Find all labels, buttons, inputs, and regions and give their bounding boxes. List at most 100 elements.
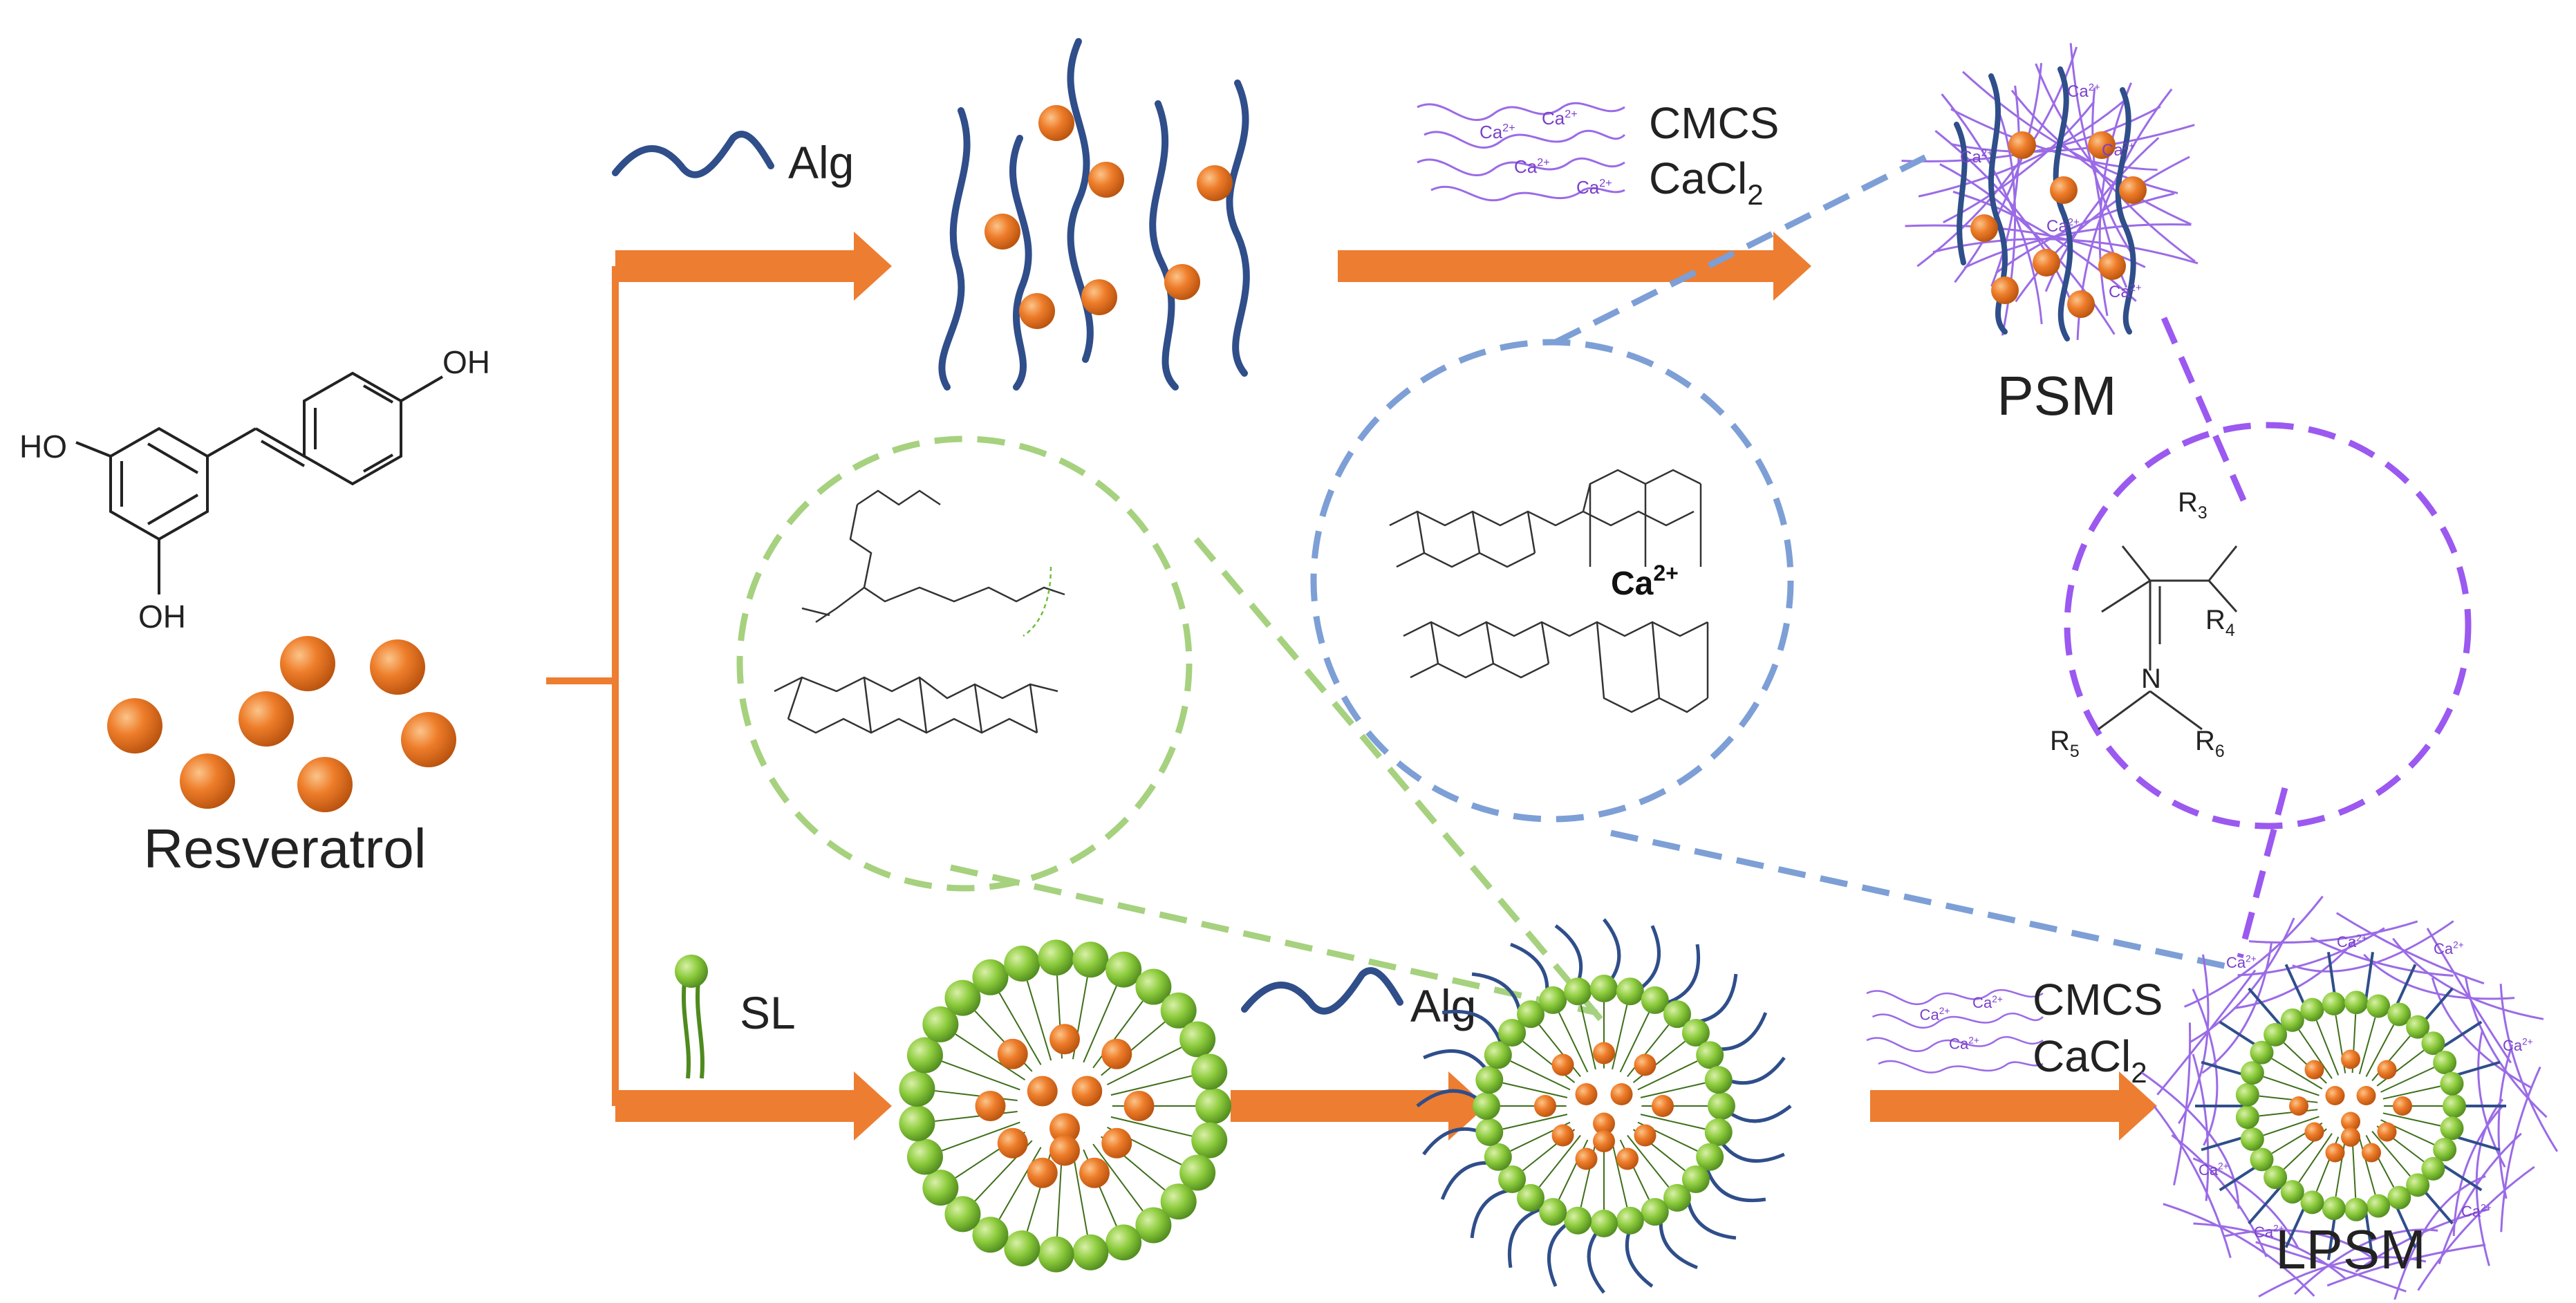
lipid-tail [1612,1004,1628,1070]
alginate-chain [1507,1206,1546,1268]
lipid-head [2443,1094,2466,1118]
lipid-head [2433,1137,2457,1161]
arrow-bottom-1-shaft [615,1090,859,1122]
cmcs-bottom-icon: Ca2+Ca2+Ca2+ [1866,988,2044,1074]
resveratrol-particle [239,691,294,747]
cmcs-chain [2184,895,2324,1008]
lipid-head [2367,1194,2391,1218]
cmcs-chain [2392,937,2544,1020]
lipid-head [1708,1092,1735,1120]
resveratrol-particle [2289,1096,2308,1116]
oh-bottom-label: OH [138,599,186,635]
alginate-chain [2053,66,2073,341]
lipid-tail [2259,1095,2318,1103]
resveratrol-particle [997,1127,1028,1159]
cmcs-chain [2335,912,2485,985]
lipid-tail [1619,1012,1650,1073]
liposome [899,939,1231,1273]
lipid-head [2406,1015,2430,1039]
cmcs-top-icon: Ca2+Ca2+Ca2+Ca2+ [1417,102,1626,202]
lipid-head [1072,941,1109,978]
lipid-head [2440,1116,2464,1141]
alginate-chain [2248,1183,2284,1225]
resveratrol-particle [984,214,1020,250]
resveratrol-particle [2098,252,2126,280]
lipid-head [1696,1143,1724,1171]
lipid-head [1191,1122,1228,1159]
lipid-tail [1580,1004,1596,1070]
ca-ion-label: Ca2+ [2461,1203,2492,1220]
resveratrol-particle [1101,1038,1132,1069]
cmcs-chain [1417,157,1625,176]
resveratrol-particle [107,698,162,753]
lipid-tail [2298,1133,2333,1183]
lipid-head [2300,1190,2324,1215]
resveratrol-particle [2033,249,2060,276]
cmcs-chain [2171,1134,2268,1257]
resveratrol-particle [2362,1143,2381,1163]
lipid-head [2280,1180,2304,1204]
cmcs-chain [2153,1105,2232,1259]
ca-ion-label: Ca2+ [2067,82,2100,101]
cmcs-chain [2452,1105,2504,1237]
cmcs-chain [1878,1060,2044,1074]
lipid-tail [935,1090,1018,1102]
r6-label: R6 [2195,726,2225,761]
lipid-tail [2365,1024,2395,1078]
resveratrol-particle [1038,105,1074,141]
cmcs-chain [1934,130,2073,305]
alg-resveratrol-matrix [938,38,1250,391]
n-label: N [2141,664,2161,694]
alginate-chain [1009,135,1032,391]
lipid-head [1696,1041,1724,1069]
resveratrol-particle [1049,1113,1080,1144]
lipid-head [944,979,981,1016]
cmcs-chain [1932,238,2199,265]
alginate-chain [1704,1164,1766,1203]
lipid-head [2235,1105,2259,1129]
cmcs-chain [2431,977,2532,1089]
cmcs-chain [1430,185,1625,202]
resveratrol-particle [2304,1060,2324,1080]
resveratrol-particle [180,753,235,809]
resveratrol-particle [2356,1086,2376,1105]
resveratrol-particle [2325,1086,2345,1105]
cmcs-chain [2499,984,2559,1152]
lipid-head [1564,1206,1592,1235]
resveratrol-particle [975,1091,1006,1121]
cmcs-chain [1941,93,2043,325]
ca-ion-label: Ca2+ [2226,954,2257,971]
resveratrol-particle [1634,1124,1656,1147]
lipid-tail [1640,1114,1706,1130]
arrow-top-2-shaft [1338,250,1777,282]
resveratrol-particle [1652,1095,1674,1117]
resveratrol-particle [1593,1130,1615,1152]
resveratrol-particle [2304,1122,2324,1142]
lipid-head [1475,1118,1504,1146]
alginate-chain [2437,1020,2483,1051]
lipid-head [922,1170,959,1206]
lipid-head [1038,939,1074,976]
resveratrol-particle [1991,276,2019,304]
resveratrol-particle [1019,293,1055,329]
lipid-head [2433,1051,2457,1075]
lipid-head [2240,1061,2264,1085]
lipid-head [899,1071,935,1107]
egg-box-structure [1389,469,1709,713]
lipid-head [2250,1040,2274,1065]
lipid-head [2406,1173,2430,1197]
lipid-tail [1558,1012,1589,1073]
resveratrol-particle [1079,1157,1110,1188]
cmcs-chain [2178,954,2210,1125]
cmcs-chain [2173,1022,2192,1185]
resveratrol-particle [1616,1147,1639,1170]
cmcs-chain [1951,124,2195,153]
resveratrol-particle [280,636,335,691]
lipid-head [1484,1143,1512,1171]
lipid-tail [1640,1082,1706,1098]
lipid-head [1195,1088,1231,1124]
green-zoom-circle [736,435,1193,892]
lipid-head [2367,994,2391,1018]
blue-connector-1 [1553,149,1938,346]
arrow-top-2-head [1773,232,1811,301]
